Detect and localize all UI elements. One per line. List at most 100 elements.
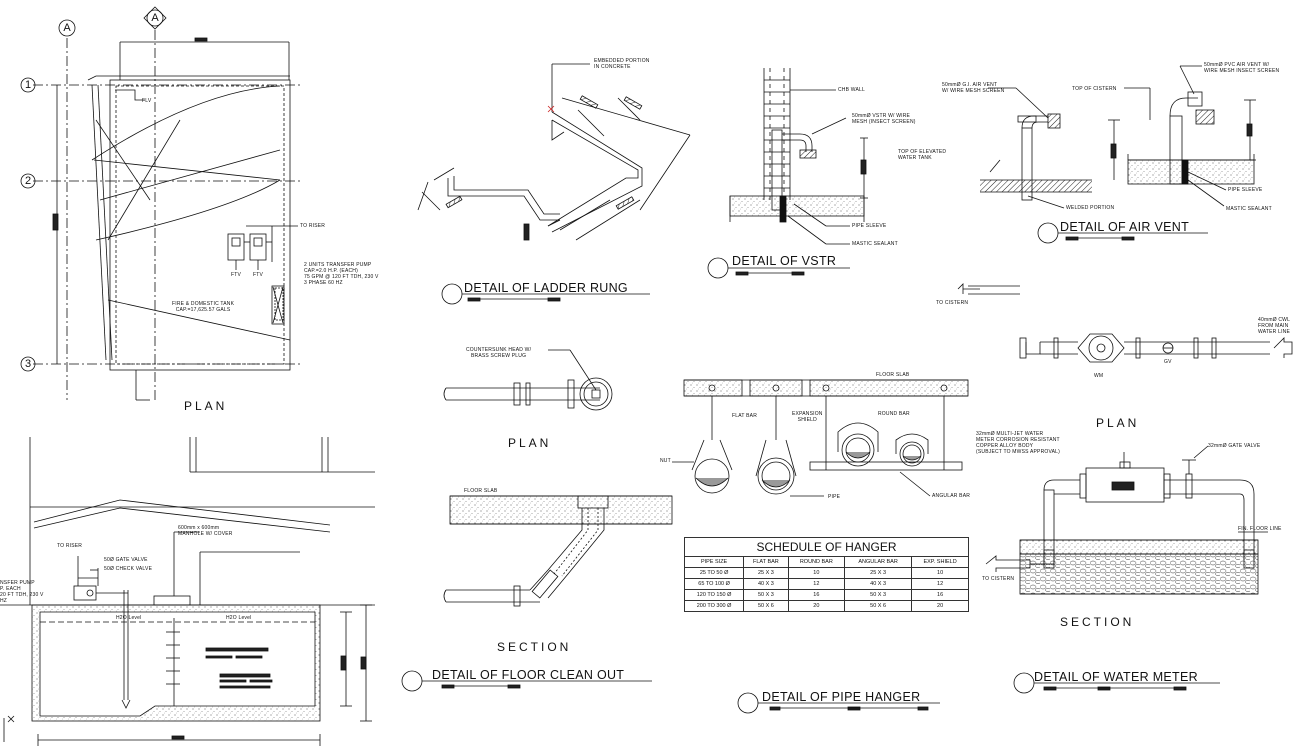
air-vent-pipe-sleeve-label: PIPE SLEEVE bbox=[1228, 187, 1263, 193]
pipe-hanger-title: DETAIL OF PIPE HANGER bbox=[762, 690, 921, 704]
table-header: ANGULAR BAR bbox=[844, 556, 913, 568]
meter-gate-valve-label: 32mmØ GATE VALVE bbox=[1208, 443, 1261, 449]
water-meter-title-block bbox=[1013, 672, 1220, 694]
gate-valve-label: 50Ø GATE VALVE bbox=[104, 557, 148, 563]
table-cell: 120 TO 150 Ø bbox=[683, 589, 745, 601]
transfer-pump-note: 2 UNITS TRANSFER PUMP CAP.=2.0 H.P. (EAC… bbox=[304, 262, 379, 286]
nut-label: NUT bbox=[660, 458, 671, 464]
table-row: 120 TO 150 Ø 50 X 3 16 50 X 3 16 bbox=[683, 589, 969, 601]
hanger-title-block bbox=[737, 692, 940, 714]
table-cell: 50 X 6 bbox=[844, 600, 913, 612]
clean-out-title: DETAIL OF FLOOR CLEAN OUT bbox=[432, 668, 625, 682]
h2o-level-label-2: H2O Level bbox=[226, 615, 252, 621]
vstr-title-block bbox=[707, 257, 850, 279]
fin-floor-line-label: FIN. FLOOR LINE bbox=[1238, 526, 1282, 532]
air-vent-mastic-label: MASTIC SEALANT bbox=[1226, 206, 1272, 212]
air-vent-title: DETAIL OF AIR VENT bbox=[1060, 220, 1190, 234]
top-elevated-tank-label: TOP OF ELEVATED WATER TANK bbox=[898, 149, 947, 161]
angular-bar-label: ANGULAR BAR bbox=[932, 493, 971, 499]
section-pump-note: NSFER PUMP P. EACH 20 FT TDH, 230 V HZ bbox=[0, 580, 44, 604]
table-cell: 200 TO 300 Ø bbox=[683, 600, 745, 612]
h2o-level-label-1: H2O Level bbox=[116, 615, 142, 621]
table-cell: 12 bbox=[787, 578, 846, 590]
hanger-schedule-caption: SCHEDULE OF HANGER bbox=[684, 537, 969, 556]
table-row: 25 TO 50 Ø 25 X 3 10 25 X 3 10 bbox=[683, 567, 969, 579]
to-cistern-label-plan: TO CISTERN bbox=[936, 300, 969, 306]
section-to-riser-label: TO RISER bbox=[57, 543, 83, 549]
grid-label-3: 3 bbox=[24, 358, 32, 370]
clean-out-plan-heading: PLAN bbox=[508, 436, 552, 450]
to-cistern-label-section: TO CISTERN bbox=[982, 576, 1015, 582]
round-bar-label: ROUND BAR bbox=[878, 411, 910, 417]
table-cell: 20 bbox=[911, 600, 969, 612]
table-row: 200 TO 300 Ø 50 X 6 20 50 X 6 20 bbox=[683, 600, 969, 612]
to-riser-label: TO RISER bbox=[300, 223, 326, 229]
table-cell: 16 bbox=[787, 589, 846, 601]
table-cell: 16 bbox=[911, 589, 969, 601]
table-row: 65 TO 100 Ø 40 X 3 12 40 X 3 12 bbox=[683, 578, 969, 590]
ladder-rung-title: DETAIL OF LADDER RUNG bbox=[464, 281, 628, 295]
ladder-title-block bbox=[441, 283, 650, 305]
table-cell: 10 bbox=[911, 567, 969, 579]
grid-label-a: A bbox=[63, 22, 71, 34]
table-cell: 50 X 3 bbox=[743, 589, 789, 601]
clean-out-title-block bbox=[401, 670, 652, 692]
pipe-hanger-drawing bbox=[672, 379, 969, 497]
clean-out-section-heading: SECTION bbox=[497, 640, 572, 654]
flat-bar-label: FLAT BAR bbox=[732, 413, 758, 419]
table-header: ROUND BAR bbox=[787, 556, 846, 568]
clean-out-floor-slab-label: FLOOR SLAB bbox=[464, 488, 498, 494]
hanger-schedule-table: SCHEDULE OF HANGER PIPE SIZE FLAT BAR RO… bbox=[683, 537, 969, 612]
grid-label-a-section: A bbox=[151, 12, 159, 24]
water-meter-section-drawing bbox=[985, 445, 1268, 595]
table-cell: 40 X 3 bbox=[743, 578, 789, 590]
table-cell: 25 TO 50 Ø bbox=[683, 567, 745, 579]
table-cell: 50 X 6 bbox=[743, 600, 789, 612]
water-meter-note: 32mmØ MULTI-JET WATER METER CORROSION RE… bbox=[976, 431, 1061, 455]
stair-plan-drawing bbox=[20, 6, 300, 401]
clean-out-section-drawing bbox=[443, 495, 673, 607]
table-cell: 65 TO 100 Ø bbox=[683, 578, 745, 590]
ladder-rung-drawing bbox=[417, 63, 691, 241]
vstr-mastic-label: MASTIC SEALANT bbox=[852, 241, 898, 247]
flv-label: FLV bbox=[142, 98, 152, 104]
clean-out-plan-drawing bbox=[443, 349, 613, 411]
table-cell: 10 bbox=[787, 567, 846, 579]
water-meter-plan-heading: PLAN bbox=[1096, 416, 1140, 430]
grid-label-1: 1 bbox=[24, 79, 32, 91]
table-cell: 12 bbox=[911, 578, 969, 590]
table-header: PIPE SIZE bbox=[683, 556, 745, 568]
grid-label-2: 2 bbox=[24, 175, 32, 187]
top-cistern-label: TOP OF CISTERN bbox=[1072, 86, 1117, 92]
expansion-shield-label: EXPANSION SHIELD bbox=[792, 411, 823, 423]
chb-wall-label: CHB WALL bbox=[838, 87, 865, 93]
gi-air-vent-label: 50mmØ G.I. AIR VENT W/ WIRE MESH SCREEN bbox=[942, 82, 1005, 94]
cistern-section-drawing bbox=[0, 437, 375, 746]
water-meter-title: DETAIL OF WATER METER bbox=[1034, 670, 1198, 684]
table-cell: 50 X 3 bbox=[844, 589, 913, 601]
water-meter-section-heading: SECTION bbox=[1060, 615, 1135, 629]
vstr-note: 50mmØ VSTR W/ WIRE MESH (INSECT SCREEN) bbox=[852, 113, 916, 125]
table-cell: 20 bbox=[787, 600, 846, 612]
table-header: FLAT BAR bbox=[743, 556, 789, 568]
manhole-label: 600mm x 600mm MANHOLE W/ COVER bbox=[178, 525, 233, 537]
hanger-floor-slab-label: FLOOR SLAB bbox=[876, 372, 910, 378]
from-main-label: 40mmØ CWL FROM MAIN WATER LINE bbox=[1258, 317, 1291, 335]
pipe-label: PIPE bbox=[828, 494, 841, 500]
air-vent-drawing bbox=[980, 65, 1256, 209]
wm-label: WM bbox=[1094, 373, 1104, 379]
table-cell: 40 X 3 bbox=[844, 578, 913, 590]
table-header: EXP. SHIELD bbox=[911, 556, 969, 568]
ftv-label-2: FTV bbox=[253, 272, 264, 278]
countersunk-label: COUNTERSUNK HEAD W/ BRASS SCREW PLUG bbox=[466, 347, 532, 359]
table-header-row: PIPE SIZE FLAT BAR ROUND BAR ANGULAR BAR… bbox=[683, 556, 969, 568]
gv-label: GV bbox=[1164, 359, 1172, 365]
air-vent-title-block bbox=[1037, 222, 1208, 244]
pvc-air-vent-label: 50mmØ PVC AIR VENT W/ WIRE MESH INSECT S… bbox=[1204, 62, 1280, 74]
table-cell: 25 X 3 bbox=[743, 567, 789, 579]
embedded-portion-label: EMBEDDED PORTION IN CONCRETE bbox=[594, 58, 650, 70]
table-cell: 25 X 3 bbox=[844, 567, 913, 579]
vstr-drawing bbox=[729, 68, 868, 245]
check-valve-label: 50Ø CHECK VALVE bbox=[104, 566, 153, 572]
